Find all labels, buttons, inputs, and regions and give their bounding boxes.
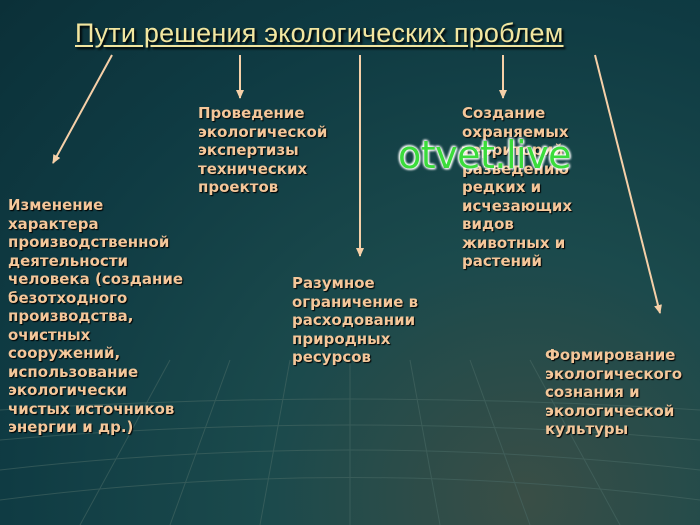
- node-production-change: Изменение характера производственной дея…: [8, 196, 184, 436]
- node-ecological-consciousness: Формирование экологического сознания и э…: [545, 346, 683, 438]
- diagram-title: Пути решения экологических проблем: [75, 18, 564, 48]
- node-resource-limitation: Разумное ограничение в расходовании прир…: [292, 274, 419, 366]
- node-protected-territories: Создание охраняемых территорий, разведен…: [462, 104, 573, 270]
- node-ecological-expertise: Проведение экологической экспертизы техн…: [198, 104, 328, 196]
- arrow-to-node-1: [52, 54, 113, 164]
- arrow-to-node-5: [594, 54, 662, 314]
- watermark: otvet.live: [398, 133, 571, 177]
